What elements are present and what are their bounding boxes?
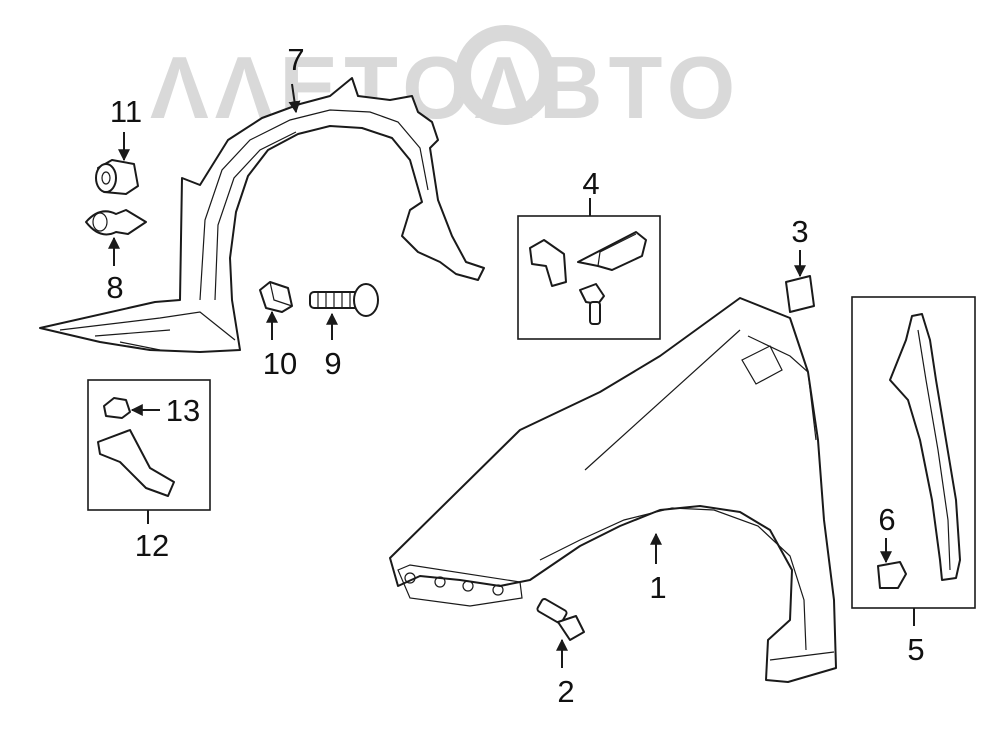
callout-9: 9 [324,346,341,381]
callout-7: 7 [287,42,304,77]
callout-6: 6 [878,502,895,537]
callout-4: 4 [582,166,599,201]
callout-2: 2 [557,674,574,709]
callout-1: 1 [649,570,666,605]
part-2-bolt [536,598,585,641]
part-5-contents [877,313,961,589]
leaders [108,83,915,668]
callout-5: 5 [907,632,924,667]
watermark-gear-icon [455,25,555,125]
callout-13: 13 [166,393,200,428]
part-11-clip [95,159,139,195]
part-8-push-clip [85,209,147,236]
part-1-fender [389,297,837,683]
watermark: ΛΛΕΤΟΛΒΤΟ [150,25,741,137]
callouts: 1 2 3 4 5 6 7 8 9 10 11 12 13 [106,42,924,709]
part-10-nut [259,281,293,313]
watermark-text: ΛΛΕΤΟΛΒΤΟ [150,38,741,137]
part-4-contents [529,231,647,325]
leader-7 [288,83,301,114]
callout-3: 3 [791,214,808,249]
callout-12: 12 [135,528,169,563]
part-3-pad [785,275,815,313]
part-12-contents [97,397,175,497]
callout-8: 8 [106,270,123,305]
part-9-screw [309,283,379,317]
callout-11: 11 [110,94,142,129]
callout-10: 10 [263,346,297,381]
